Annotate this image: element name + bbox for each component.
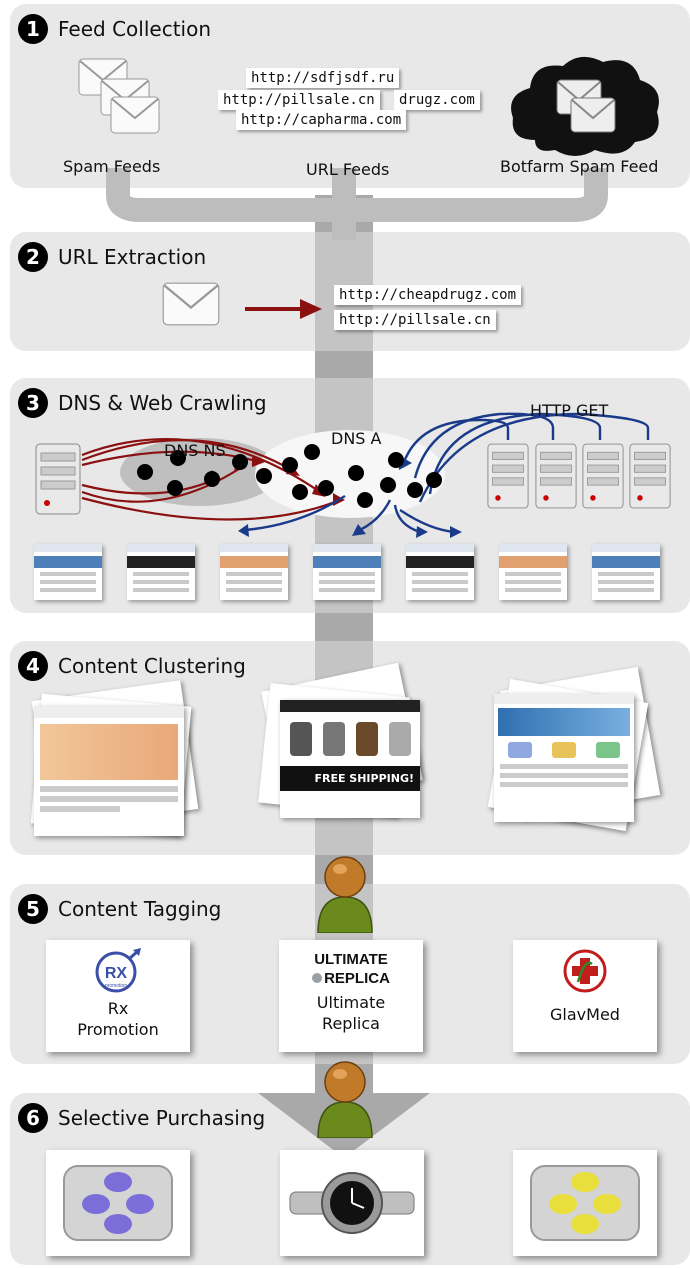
extracted-url: http://pillsale.cn — [334, 310, 496, 330]
http-get-arrowheads — [238, 455, 462, 538]
web-crawler-server-icon — [535, 443, 577, 509]
tag-card-rx-promotion: RX promotion Rx Promotion — [46, 940, 190, 1052]
crawled-page-thumbnail — [34, 544, 102, 600]
step-heading: 4 Content Clustering — [18, 651, 246, 681]
feed-url: http://pillsale.cn — [218, 90, 380, 110]
feed-url: drugz.com — [394, 90, 480, 110]
replica-watch-icon — [289, 1172, 415, 1234]
botfarm-cloud-icon — [511, 56, 659, 156]
blister-pack-yellow-icon — [530, 1165, 640, 1241]
blister-pack-purple-icon — [63, 1165, 173, 1241]
tag-card-glavmed: GlavMed — [513, 940, 657, 1052]
step-number-badge: 3 — [18, 388, 48, 418]
extracted-url: http://cheapdrugz.com — [334, 285, 522, 305]
ultimate-replica-logo-icon: ULTIMATE REPLICA — [312, 951, 390, 987]
http-get-label: HTTP GET — [530, 401, 609, 420]
step-title: Content Tagging — [58, 897, 222, 921]
step-number-badge: 1 — [18, 14, 48, 44]
step-title: URL Extraction — [58, 245, 207, 269]
purchase-watch — [280, 1150, 424, 1256]
dns-client-server-icon — [35, 443, 81, 515]
purchase-pills-purple — [46, 1150, 190, 1256]
extraction-arrow — [245, 299, 322, 319]
botfarm-feed-connector — [344, 168, 608, 222]
crawled-page-thumbnail — [499, 544, 567, 600]
tag-card-name: GlavMed — [550, 1005, 620, 1024]
crawled-page-thumbnail — [592, 544, 660, 600]
cluster-page-replica: FREE SHIPPING! — [280, 700, 420, 818]
web-crawler-server-icon — [582, 443, 624, 509]
dns-a-label: DNS A — [331, 429, 382, 448]
tag-card-name: Replica — [322, 1014, 380, 1033]
step-heading: 6 Selective Purchasing — [18, 1103, 265, 1133]
step-number-badge: 4 — [18, 651, 48, 681]
crawled-page-thumbnail — [127, 544, 195, 600]
step-title: Feed Collection — [58, 17, 211, 41]
purchase-pills-yellow — [513, 1150, 657, 1256]
step-heading: 3 DNS & Web Crawling — [18, 388, 267, 418]
step-heading: 2 URL Extraction — [18, 242, 206, 272]
tag-card-name: Rx — [107, 999, 129, 1018]
step-title: Selective Purchasing — [58, 1106, 266, 1130]
cluster-page-pharmacy — [34, 706, 184, 836]
crawled-page-thumbnail — [313, 544, 381, 600]
feed-url: http://capharma.com — [236, 110, 407, 130]
free-shipping-banner: FREE SHIPPING! — [280, 766, 420, 791]
svg-text:REPLICA: REPLICA — [324, 970, 390, 987]
panel-url-extraction: 2 URL Extraction — [10, 232, 690, 351]
crawled-page-thumbnail — [220, 544, 288, 600]
botfarm-spam-feed-label: Botfarm Spam Feed — [500, 157, 659, 176]
step-title: Content Clustering — [58, 654, 246, 678]
step-number-badge: 5 — [18, 894, 48, 924]
spam-feed-connector — [106, 168, 344, 222]
tag-card-name: Promotion — [77, 1020, 159, 1039]
step-title: DNS & Web Crawling — [58, 391, 267, 415]
analyst-person-icon — [317, 856, 373, 933]
svg-text:ULTIMATE: ULTIMATE — [314, 951, 388, 968]
url-feeds-label: URL Feeds — [306, 160, 390, 179]
web-crawler-server-icon — [487, 443, 529, 509]
cluster-page-glavmed — [494, 694, 634, 822]
svg-text:promotion: promotion — [105, 983, 127, 989]
dns-ns-label: DNS NS — [164, 441, 226, 460]
tag-card-ultimate-replica: ULTIMATE REPLICA Ultimate Replica — [279, 940, 423, 1052]
spam-feed-envelope-icon — [110, 96, 160, 134]
step-number-badge: 6 — [18, 1103, 48, 1133]
spam-email-envelope-icon — [162, 282, 220, 326]
dns-nodes — [137, 444, 442, 508]
rx-promotion-logo-icon: RX promotion — [95, 948, 141, 993]
buyer-person-icon — [317, 1061, 373, 1138]
feed-url: http://sdfjsdf.ru — [246, 68, 400, 88]
step-heading: 5 Content Tagging — [18, 894, 221, 924]
svg-text:RX: RX — [105, 965, 128, 982]
tag-card-name: Ultimate — [316, 993, 386, 1012]
step-number-badge: 2 — [18, 242, 48, 272]
glavmed-logo-icon — [563, 949, 607, 993]
step-heading: 1 Feed Collection — [18, 14, 211, 44]
web-crawler-server-icon — [629, 443, 671, 509]
spam-feeds-label: Spam Feeds — [63, 157, 161, 176]
crawled-page-thumbnail — [406, 544, 474, 600]
